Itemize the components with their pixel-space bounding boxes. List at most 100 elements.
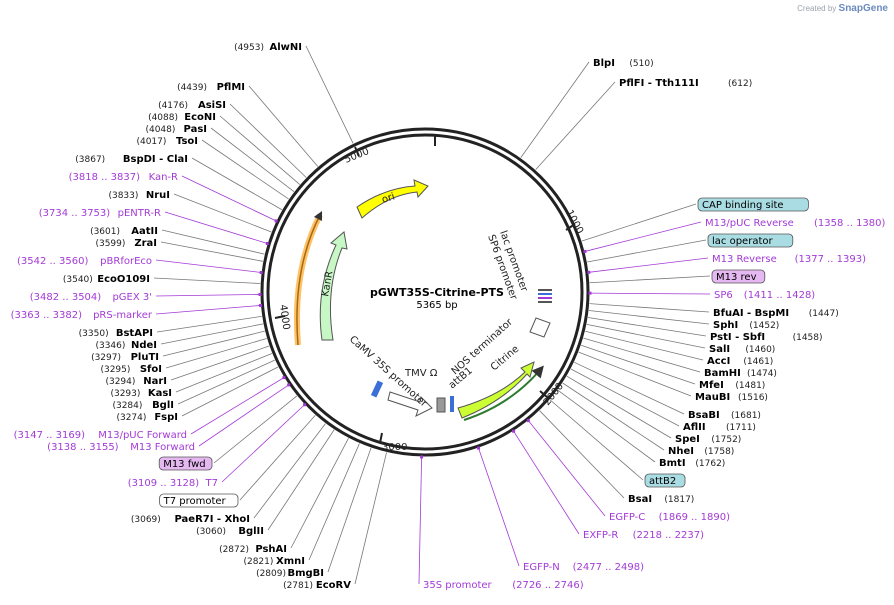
- site-m13-rev[interactable]: M13 rev: [711, 269, 766, 284]
- site-alwni[interactable]: AlwNI(4953): [234, 42, 302, 53]
- site-m13-fwd[interactable]: M13 fwd: [158, 456, 213, 471]
- site-mfei[interactable]: MfeI(1481): [699, 380, 765, 391]
- site-pflmi[interactable]: PflMI(4439): [177, 82, 245, 93]
- site-position: (4439): [177, 83, 207, 93]
- site-sfoi[interactable]: SfoI(3295): [100, 364, 162, 375]
- site-psti-sbfi[interactable]: PstI - SbfI(1458): [710, 332, 823, 343]
- site-name: BsaI: [628, 494, 652, 505]
- leader-line: [156, 315, 262, 333]
- leader-line: [164, 211, 268, 244]
- site-35s-promoter[interactable]: 35S promoter(2726 .. 2746): [423, 580, 584, 591]
- site-name: EcoNI: [184, 112, 216, 123]
- site-t7[interactable]: T7(3109 .. 3128): [128, 478, 218, 489]
- site-sali[interactable]: SalI(1460): [709, 344, 775, 355]
- site-exfp-r[interactable]: EXFP-R(2218 .. 2237): [583, 530, 704, 541]
- site-name: NruI: [146, 190, 170, 201]
- leader-line: [162, 330, 265, 357]
- site-name: SphI: [713, 320, 738, 331]
- leader-line: [155, 294, 261, 297]
- site-ndei[interactable]: NdeI(3346): [95, 340, 157, 351]
- site-m13-puc-reverse[interactable]: M13/pUC Reverse(1358 .. 1380): [705, 218, 886, 229]
- leader-line: [177, 359, 275, 405]
- site-pflfi-tth111i[interactable]: PflFI - Tth111I(612): [619, 78, 752, 89]
- site-position: (3540): [63, 275, 93, 285]
- site-name: Kan-R: [149, 172, 178, 183]
- feature-ori[interactable]: ori: [356, 179, 429, 219]
- site-pgex-3[interactable]: pGEX 3'(3482 .. 3504): [30, 292, 152, 303]
- site-bamhi[interactable]: BamHI(1474): [704, 368, 777, 379]
- site-attb2[interactable]: attB2: [644, 473, 686, 488]
- feature-tmv-omega[interactable]: TMV Ω: [404, 368, 446, 413]
- site-name: NdeI: [131, 340, 157, 351]
- site-lac-operator[interactable]: lac operator: [707, 233, 794, 248]
- leader-line: [557, 389, 656, 463]
- leader-line: [155, 305, 261, 315]
- site-position: (1817): [664, 495, 694, 505]
- backbone-inner: [266, 133, 584, 451]
- site-sp6[interactable]: SP6(1411 .. 1428): [714, 290, 815, 301]
- site-bsai[interactable]: BsaI (1817): [628, 494, 694, 505]
- site-position: (3350): [79, 329, 109, 339]
- site-cap-binding-site[interactable]: CAP binding site: [697, 197, 809, 212]
- site-nari[interactable]: NarI(3294): [105, 376, 167, 387]
- site-pluti[interactable]: PluTI(3297): [91, 352, 159, 363]
- primer-mark: [265, 241, 269, 245]
- site-egfp-n[interactable]: EGFP-N(2477 .. 2498): [523, 562, 644, 573]
- site-pshai[interactable]: PshAI(2872): [219, 544, 287, 555]
- site-bstapi[interactable]: BstAPI(3350): [79, 328, 153, 339]
- site-asisi[interactable]: AsiSI(4176): [158, 100, 226, 111]
- site-econi[interactable]: EcoNI (4088): [148, 112, 216, 123]
- site-nrui[interactable]: NruI(3833): [108, 190, 170, 201]
- site-t7-promoter[interactable]: T7 promoter: [159, 493, 239, 508]
- site-position: (2821): [243, 557, 273, 567]
- site-pasi[interactable]: PasI(4048): [145, 124, 207, 135]
- site-name: BmgBI: [287, 568, 324, 579]
- site-m13-forward[interactable]: M13 Forward(3138 .. 3155): [47, 442, 195, 453]
- site-name: pENTR-R: [118, 208, 161, 219]
- site-aflii[interactable]: AflII(1711): [683, 422, 756, 433]
- site-position: (4088): [148, 113, 178, 123]
- site-bsabi[interactable]: BsaBI(1681): [688, 410, 761, 421]
- site-position: (1447): [809, 309, 839, 319]
- leader-line: [290, 437, 349, 549]
- site-tsoi[interactable]: TsoI(4017): [136, 136, 198, 147]
- site-xmni[interactable]: XmnI(2821): [243, 556, 305, 567]
- site-kan-r[interactable]: Kan-R(3818 .. 3837): [69, 172, 178, 183]
- site-sphi[interactable]: SphI(1452): [713, 320, 779, 331]
- site-prs-marker[interactable]: pRS-marker(3363 .. 3382): [11, 310, 153, 321]
- site-name: SalI: [709, 344, 730, 355]
- site-position: (2477 .. 2498): [573, 562, 645, 573]
- site-m13-puc-forward[interactable]: M13/pUC Forward(3147 .. 3169): [14, 430, 187, 441]
- site-fspi[interactable]: FspI(3274): [116, 412, 178, 423]
- feature-kanr[interactable]: KanR: [319, 231, 348, 341]
- site-maubi[interactable]: MauBI(1516): [695, 392, 768, 403]
- site-zrai[interactable]: ZraI(3599): [95, 238, 157, 249]
- site-bglii[interactable]: BglII(3060): [196, 526, 264, 537]
- site-position: (3482 .. 3504): [30, 292, 102, 303]
- leader-line: [165, 338, 267, 369]
- site-bfuai-bspmi[interactable]: BfuAI - BspMI(1447): [713, 308, 839, 319]
- site-bgli[interactable]: BglI(3284): [112, 400, 174, 411]
- site-bmti[interactable]: BmtI(1762): [659, 458, 725, 469]
- site-name: PasI: [184, 124, 207, 135]
- site-acci[interactable]: AccI(1461): [707, 356, 773, 367]
- site-kasi[interactable]: KasI(3293): [110, 388, 172, 399]
- leader-line: [589, 292, 711, 295]
- site-paer7i-xhoi[interactable]: PaeR7I - XhoI(3069): [131, 514, 250, 525]
- site-bmgbi[interactable]: BmgBI(2809): [256, 568, 324, 579]
- site-aatii[interactable]: AatII(3601): [90, 226, 158, 237]
- site-egfp-c[interactable]: EGFP-C(1869 .. 1890): [609, 512, 730, 523]
- site-blpi[interactable]: BlpI(510): [593, 58, 654, 69]
- site-nhei[interactable]: NheI(1758): [668, 446, 734, 457]
- site-ecorv[interactable]: EcoRV(2781): [283, 580, 351, 591]
- primer-mark: [512, 429, 516, 433]
- site-pbrforeco[interactable]: pBRforEco(3542 .. 3560): [17, 256, 152, 267]
- leader-line: [153, 277, 261, 284]
- site-pentr-r[interactable]: pENTR-R(3734 .. 3753): [39, 208, 161, 219]
- site-m13-reverse[interactable]: M13 Reverse(1377 .. 1393): [712, 254, 866, 265]
- site-bspdi-clai[interactable]: BspDI - ClaI(3867): [75, 154, 188, 165]
- site-spei[interactable]: SpeI(1752): [675, 434, 741, 445]
- leader-line: [229, 103, 307, 178]
- site-name: BmtI: [659, 458, 686, 469]
- site-ecoo109i[interactable]: EcoO109I(3540): [63, 274, 150, 285]
